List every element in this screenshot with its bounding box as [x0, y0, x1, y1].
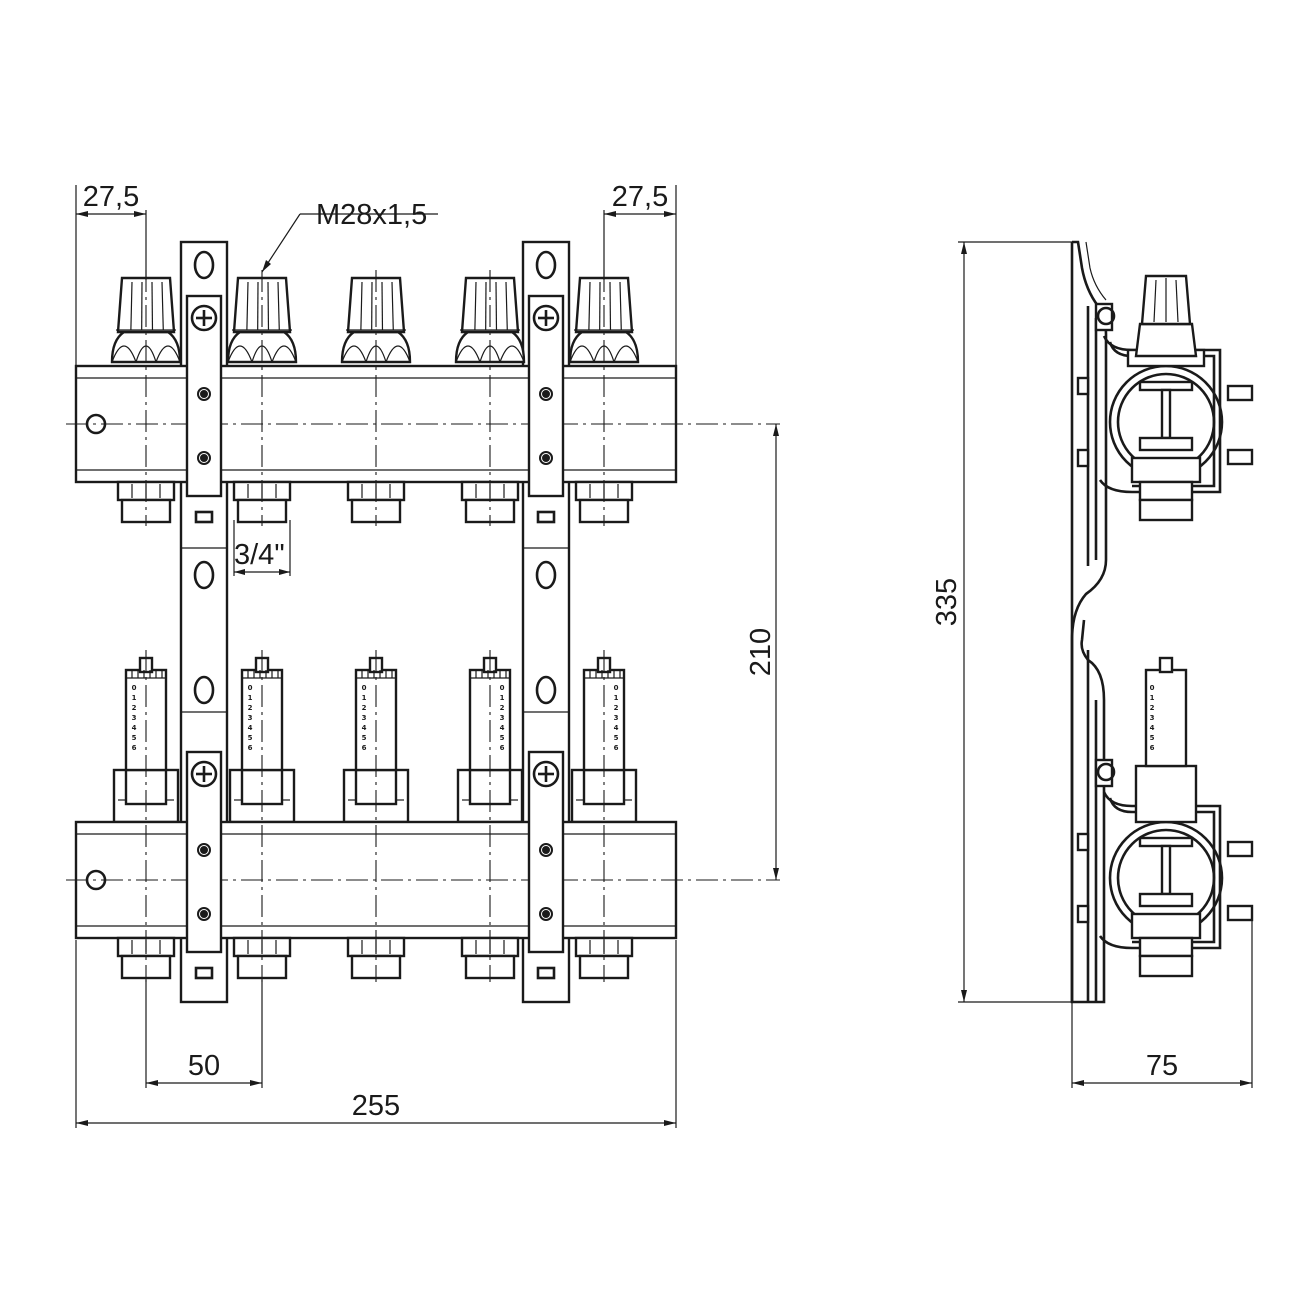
dimension-overall-height: 335: [931, 241, 1104, 1003]
dimension-depth: 75: [1071, 920, 1253, 1088]
flowmeter-scale-mark: 5: [362, 734, 367, 742]
flowmeter-scale-mark: 3: [1150, 714, 1155, 722]
dimension-overall-width: 255: [75, 940, 677, 1128]
bottom-manifold-bar: [66, 820, 780, 940]
front-view: 0 1 2 3 4 5 6 0 1 2 3 4 5 6 0 1 2 3 4 5 6 0 1 2 3 4 5 6 0 1 2 3 4 5 6: [66, 181, 780, 1128]
flowmeter-scale-mark: 4: [614, 724, 619, 732]
flowmeter-scale-mark: 1: [362, 694, 367, 702]
top-manifold-bar: [66, 364, 780, 484]
flowmeter-scale-mark: 0: [614, 684, 619, 692]
side-flowmeter-scale: 0 1 2 3 4 5 6: [1150, 684, 1155, 752]
flowmeter-scale-mark: 6: [500, 744, 505, 752]
flowmeter-scale-mark: 2: [500, 704, 505, 712]
flowmeter-scale-mark: 2: [614, 704, 619, 712]
screw-icon: [190, 304, 560, 788]
flowmeter-scale-mark: 0: [132, 684, 137, 692]
thread-label: M28x1,5: [316, 199, 427, 231]
dimension-right-offset: 27,5: [603, 181, 677, 366]
outlet-thread-label: 3/4": [234, 539, 285, 571]
flowmeter-scale-mark: 0: [1150, 684, 1155, 692]
flowmeter-scale-mark: 3: [248, 714, 253, 722]
outlet-centerlines: [145, 270, 605, 982]
overall-height-label: 335: [931, 578, 963, 626]
flowmeter-scale-mark: 3: [132, 714, 137, 722]
flowmeter-scale-mark: 3: [500, 714, 505, 722]
dimension-left-offset: 27,5: [75, 181, 147, 366]
flowmeter-scale-mark: 6: [132, 744, 137, 752]
flowmeter-scale-mark: 1: [614, 694, 619, 702]
overall-width-label: 255: [352, 1090, 400, 1122]
dimension-axis-distance: 210: [745, 424, 779, 880]
flowmeter-scale-mark: 6: [1150, 744, 1155, 752]
dimension-outlet-thread: 3/4": [233, 520, 291, 576]
flowmeter-scale-mark: 6: [614, 744, 619, 752]
flowmeter-scale-mark: 6: [248, 744, 253, 752]
depth-label: 75: [1146, 1050, 1178, 1082]
flowmeter-scale-mark: 2: [248, 704, 253, 712]
flowmeter-scale-mark: 2: [1150, 704, 1155, 712]
side-view: 0 1 2 3 4 5 6 335 75: [931, 240, 1254, 1088]
dimension-thread: M28x1,5: [261, 199, 438, 273]
flowmeter-scale-mark: 5: [1150, 734, 1155, 742]
side-bottom-assembly: [1076, 656, 1254, 978]
flowmeter-scale-mark: 1: [248, 694, 253, 702]
flowmeter-scale-mark: 4: [362, 724, 367, 732]
flowmeter-scale-mark: 0: [248, 684, 253, 692]
flowmeter-scale-mark: 5: [500, 734, 505, 742]
flowmeter-scale-mark: 1: [500, 694, 505, 702]
flowmeter-scale-mark: 3: [362, 714, 367, 722]
flowmeter-scale-mark: 1: [132, 694, 137, 702]
axis-distance-label: 210: [745, 628, 777, 676]
flowmeter-scale-mark: 2: [362, 704, 367, 712]
flowmeter-scale-mark: 6: [362, 744, 367, 752]
flowmeter-scale-mark: 5: [248, 734, 253, 742]
flowmeter-scale-mark: 5: [132, 734, 137, 742]
side-knob-icon: [1134, 274, 1198, 358]
outlet-pitch-label: 50: [188, 1050, 220, 1082]
flowmeter-scale-mark: 4: [1150, 724, 1155, 732]
flowmeter-scale-mark: 5: [614, 734, 619, 742]
flowmeter-scale-mark: 4: [500, 724, 505, 732]
flowmeter-scale-mark: 2: [132, 704, 137, 712]
flowmeter-scale-mark: 0: [500, 684, 505, 692]
flowmeter-scale-mark: 4: [132, 724, 137, 732]
flowmeter-scale-mark: 1: [1150, 694, 1155, 702]
left-offset-label: 27,5: [83, 181, 139, 213]
bracket-straps: [185, 294, 565, 954]
flowmeter-scale-mark: 0: [362, 684, 367, 692]
dimension-outlet-pitch: 50: [145, 980, 263, 1088]
right-offset-label: 27,5: [612, 181, 668, 213]
side-top-assembly: [1076, 302, 1254, 522]
flowmeter-scale-mark: 4: [248, 724, 253, 732]
flowmeter-scale-mark: 3: [614, 714, 619, 722]
